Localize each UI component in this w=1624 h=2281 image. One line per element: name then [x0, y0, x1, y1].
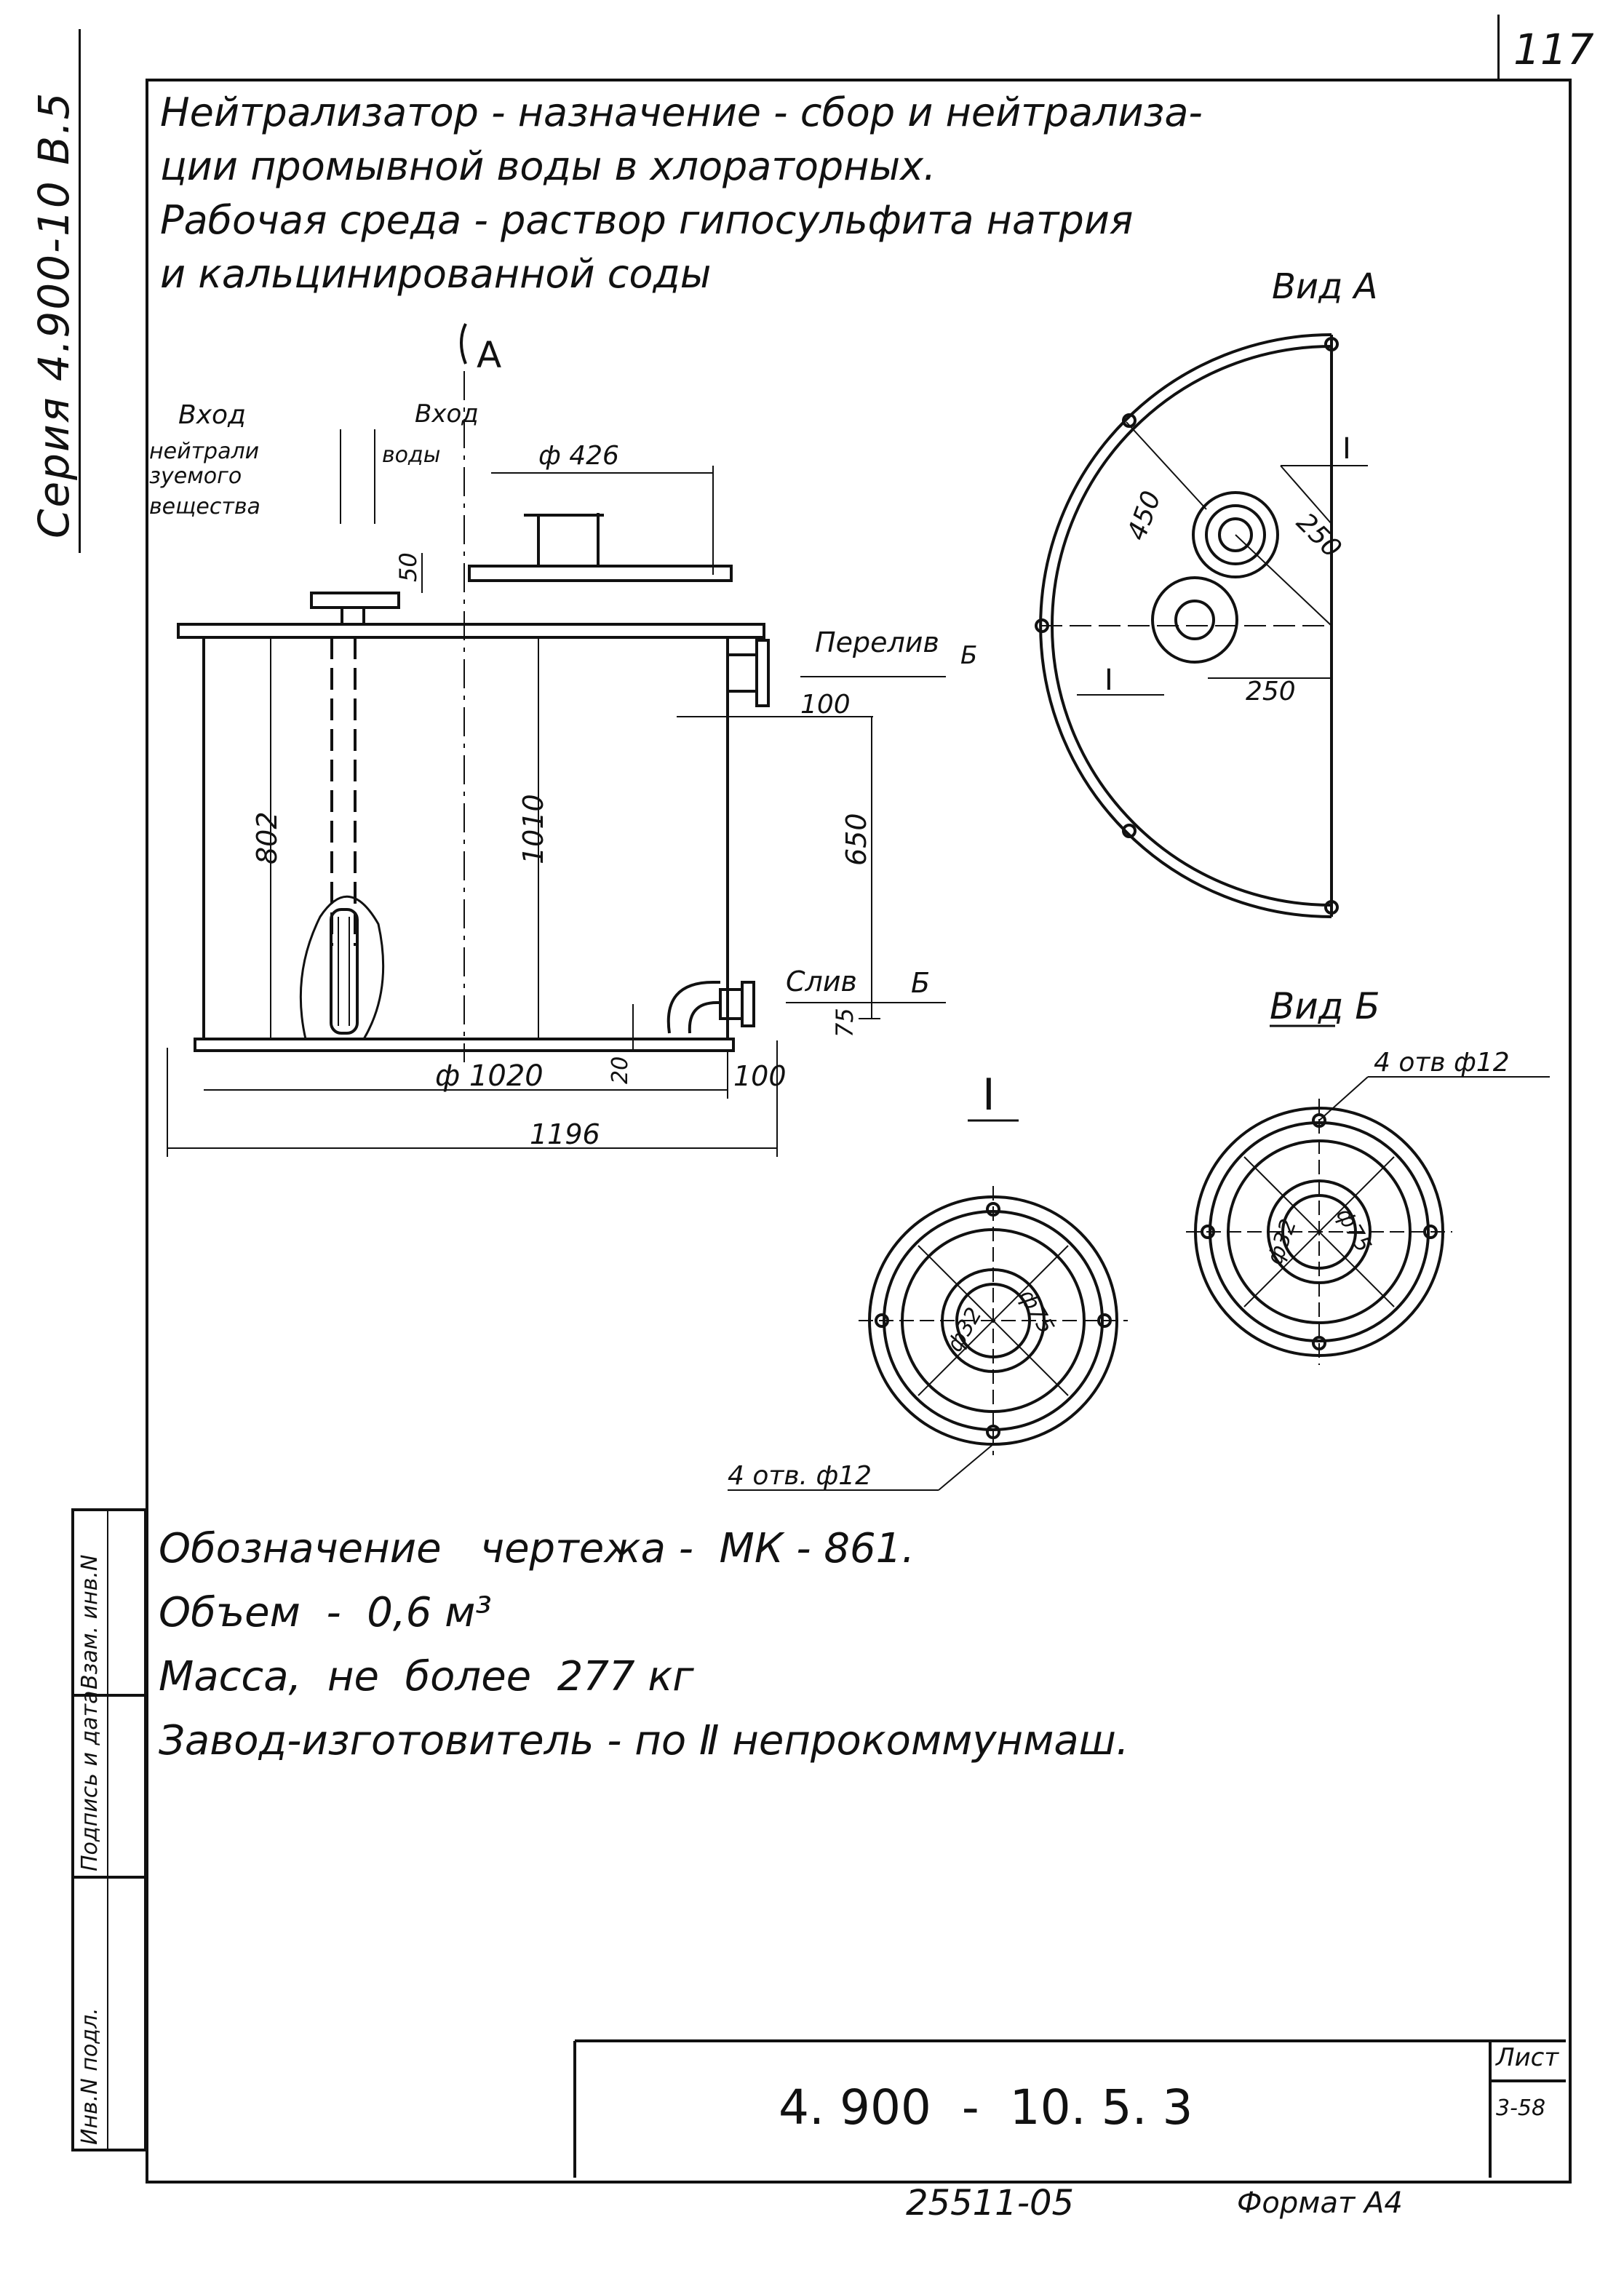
stamp-divider-line — [79, 29, 81, 553]
section-i-label: I — [982, 1070, 995, 1120]
dim-802: 802 — [251, 811, 283, 864]
format-label: Формат А4 — [1237, 2186, 1403, 2220]
page-number: 117 — [1513, 25, 1594, 74]
flange-i-drawing — [728, 1119, 1128, 1491]
dim-d1020: ф 1020 — [435, 1059, 544, 1093]
dim-1010: 1010 — [517, 794, 549, 864]
inlet-neutralized-line: Вход — [178, 400, 246, 430]
flange-b-holes: 4 отв ф12 — [1374, 1048, 1510, 1078]
stamp-inv-orig: Инв.N подл. — [77, 2007, 103, 2145]
vessel-side-view — [167, 323, 946, 1157]
dim-20: 20 — [608, 1056, 633, 1084]
description-line: Нейтрализатор - назначение - сбор и нейт… — [160, 89, 1203, 135]
stamp-sign-date: Подпись и дата — [77, 1690, 103, 1872]
description-line: и кальцинированной соды — [160, 251, 712, 297]
description-line: ции промывной воды в хлораторных. — [160, 143, 936, 189]
dim-100-bottom: 100 — [733, 1060, 787, 1092]
spec-line: Завод-изготовитель - по Ⅱ непрокоммунмаш… — [159, 1717, 1129, 1764]
view-a-label: Вид А — [1272, 266, 1377, 307]
specs-block: Обозначение чертежа - МК - 861. Объем - … — [159, 1517, 1129, 1773]
stamp-vzam: Взам. инв.N — [77, 1554, 103, 1689]
sheet-label: Лист — [1496, 2043, 1559, 2072]
section-a-label: A — [477, 334, 501, 376]
overflow-mark: Б — [960, 641, 977, 670]
drain-mark: Б — [911, 967, 930, 999]
page-number-divider — [1497, 15, 1500, 80]
dim-250-a: 250 — [1291, 507, 1348, 564]
dim-650: 650 — [840, 813, 872, 866]
title-block-lines — [573, 2039, 1566, 2178]
inlet-water-line: Вход — [415, 399, 479, 429]
view-b-label: Вид Б — [1270, 985, 1380, 1027]
drain-label: Слив — [786, 966, 857, 998]
overflow-label: Перелив — [815, 626, 939, 658]
inlet-neutralized-line: зуемого — [149, 463, 242, 489]
sheet-value: 3-58 — [1496, 2095, 1546, 2121]
dim-d426: ф 426 — [538, 441, 619, 471]
spec-line: Обозначение чертежа - МК - 861. — [159, 1525, 915, 1572]
dim-75: 75 — [831, 1008, 859, 1038]
spec-line: Масса, не более 277 кг — [159, 1653, 694, 1700]
dim-50: 50 — [394, 552, 422, 582]
inlet-neutralized-line: вещества — [149, 494, 260, 520]
drawing-frame — [146, 79, 1572, 2184]
spec-line: Объем - 0,6 м³ — [159, 1589, 492, 1636]
top-view-a — [1035, 333, 1368, 918]
section-mark-i: I — [1342, 432, 1351, 466]
description-block: Нейтрализатор - назначение - сбор и нейт… — [160, 86, 1203, 301]
inlet-water-line: воды — [382, 442, 440, 468]
dim-100-top: 100 — [800, 690, 851, 720]
flange-b-drawing — [1186, 1024, 1550, 1365]
dim-1196: 1196 — [530, 1118, 600, 1150]
section-mark-i: I — [1104, 664, 1113, 697]
flange-i-holes: 4 отв. ф12 — [728, 1461, 872, 1491]
drawing-designation: 4. 900 - 10. 5. 3 — [779, 2079, 1193, 2135]
description-line: Рабочая среда - раствор гипосульфита нат… — [160, 197, 1134, 243]
left-stamp-table — [71, 1508, 147, 2151]
dim-250-b: 250 — [1246, 677, 1296, 706]
archive-number: 25511-05 — [906, 2183, 1075, 2224]
inlet-neutralized-line: нейтрали — [149, 439, 259, 464]
dim-450: 450 — [1122, 487, 1167, 544]
